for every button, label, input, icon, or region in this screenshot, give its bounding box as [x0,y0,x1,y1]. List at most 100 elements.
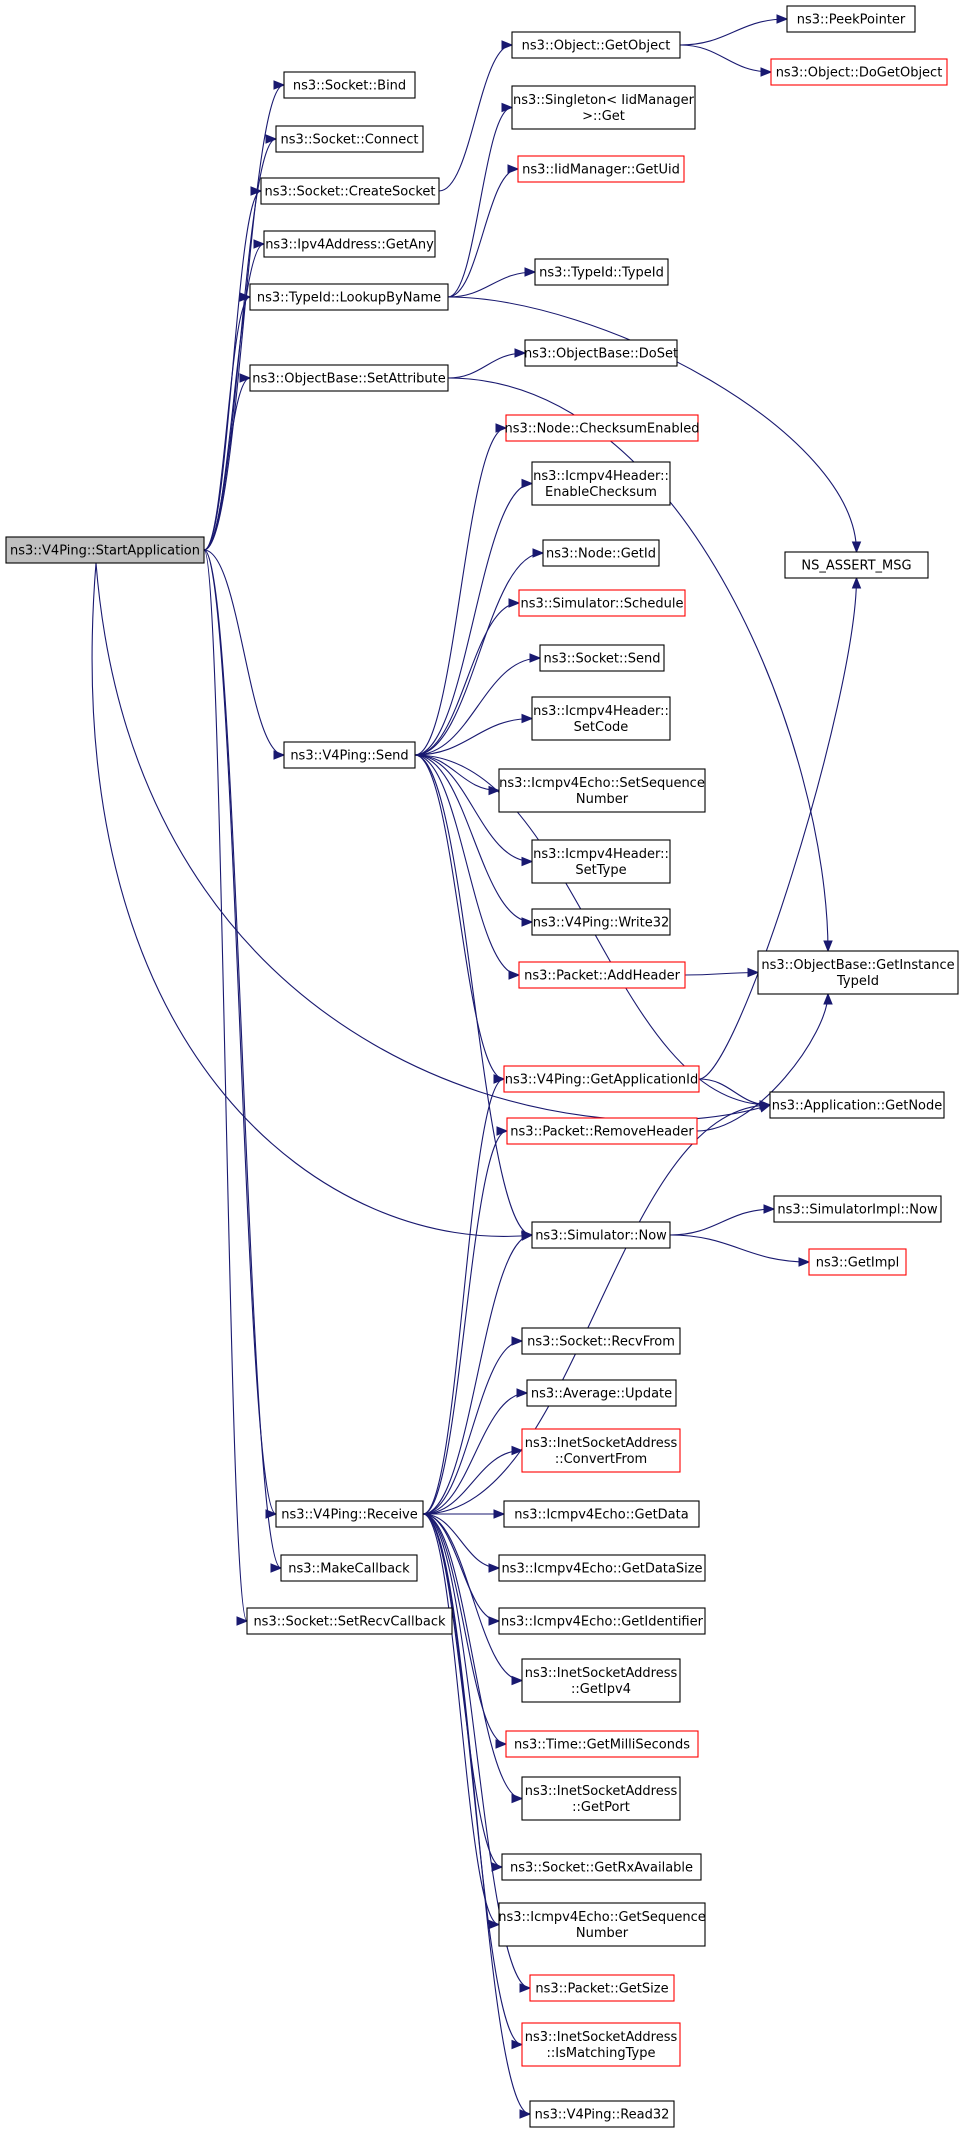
node-dogetobj[interactable]: ns3::Object::DoGetObject [770,58,948,86]
node-peek[interactable]: ns3::PeekPointer [786,5,916,33]
node-cksum[interactable]: ns3::Node::ChecksumEnabled [505,414,700,442]
node-label: ns3::Icmpv4Echo::GetSequence [498,1910,706,1925]
node-enablecks[interactable]: ns3::Icmpv4Header::EnableChecksum [531,461,671,506]
edge-arrowhead [516,1388,529,1398]
node-doset[interactable]: ns3::ObjectBase::DoSet [524,339,678,367]
edge-setattr-getinst [447,377,829,952]
node-setrecv[interactable]: ns3::Socket::SetRecvCallback [246,1607,453,1635]
node-singleton[interactable]: ns3::Singleton< IidManager>::Get [511,85,696,130]
node-label: ns3::TypeId::LookupByName [257,291,441,306]
node-getdata[interactable]: ns3::Icmpv4Echo::GetData [503,1500,700,1528]
node-box [539,644,665,672]
node-box [773,1195,942,1223]
node-box [517,155,685,183]
node-getipv4[interactable]: ns3::InetSocketAddress::GetIpv4 [521,1658,681,1703]
node-label: Number [576,1926,629,1941]
node-box [249,283,449,311]
node-box [506,1117,698,1145]
node-convfrom[interactable]: ns3::InetSocketAddress::ConvertFrom [521,1428,681,1473]
edge-receive-getport [422,1513,523,1800]
node-setcode[interactable]: ns3::Icmpv4Header::SetCode [531,696,671,741]
node-setattr[interactable]: ns3::ObjectBase::SetAttribute [249,364,449,392]
node-box [518,961,686,989]
node-box [5,536,205,564]
edge-arrowhead [493,1074,506,1084]
node-makecb[interactable]: ns3::MakeCallback [280,1554,418,1582]
node-label: ns3::Node::GetId [546,547,656,562]
node-typeid[interactable]: ns3::TypeId::TypeId [534,258,669,286]
node-label: ns3::Icmpv4Echo::GetDataSize [501,1562,702,1577]
node-label: ns3::Packet::AddHeader [524,969,680,984]
node-settype[interactable]: ns3::Icmpv4Header::SetType [531,839,671,884]
node-ismatch[interactable]: ns3::InetSocketAddress::IsMatchingType [521,2022,681,2067]
node-getid[interactable]: ns3::Node::GetId [542,539,660,567]
node-lookup[interactable]: ns3::TypeId::LookupByName [249,283,449,311]
node-getuid[interactable]: ns3::IidManager::GetUid [517,155,685,183]
node-implnow[interactable]: ns3::SimulatorImpl::Now [773,1195,942,1223]
node-label: ns3::ObjectBase::GetInstance [761,958,954,973]
node-box [280,1554,418,1582]
node-box [534,258,669,286]
node-label: ::ConvertFrom [555,1452,647,1467]
edge-start-lookup [203,296,251,551]
node-recvfrom[interactable]: ns3::Socket::RecvFrom [521,1327,681,1355]
edge-arrowhead [511,2039,524,2050]
node-label: ns3::MakeCallback [288,1562,410,1577]
node-getappid[interactable]: ns3::V4Ping::GetApplicationId [503,1065,700,1093]
node-label: ns3::Socket::RecvFrom [527,1335,675,1350]
node-removehdr[interactable]: ns3::Packet::RemoveHeader [506,1117,698,1145]
node-write32[interactable]: ns3::V4Ping::Write32 [531,908,671,936]
edge-arrowhead [747,967,760,978]
edge-arrowhead [511,1793,524,1804]
edge-start-receive [203,549,277,1515]
node-bind[interactable]: ns3::Socket::Bind [283,71,416,99]
edge-arrowhead [851,576,862,589]
node-getobject[interactable]: ns3::Object::GetObject [511,31,681,59]
edge-arrowhead [236,1616,249,1626]
edge-receive-recvfrom [422,1340,523,1515]
node-label: ns3::ObjectBase::DoSet [524,347,678,362]
node-millisec[interactable]: ns3::Time::GetMilliSeconds [505,1730,699,1758]
node-getnode[interactable]: ns3::Application::GetNode [769,1091,945,1119]
node-receive[interactable]: ns3::V4Ping::Receive [275,1500,424,1528]
node-box [521,1658,681,1703]
node-avgupdate[interactable]: ns3::Average::Update [526,1379,677,1407]
node-getimpl[interactable]: ns3::GetImpl [808,1248,907,1276]
node-box [531,908,671,936]
node-addheader[interactable]: ns3::Packet::AddHeader [518,961,686,989]
edge-arrowhead [519,1983,532,1993]
node-label: ns3::InetSocketAddress [525,2030,678,2045]
node-box [275,1500,424,1528]
edge-arrowhead [798,1257,811,1267]
node-getdatasz[interactable]: ns3::Icmpv4Echo::GetDataSize [498,1554,706,1582]
node-rxavail[interactable]: ns3::Socket::GetRxAvailable [501,1853,702,1881]
edge-receive-millisec [422,1513,507,1745]
edge-arrowhead [823,992,833,1005]
edge-arrowhead [511,1445,524,1456]
node-now[interactable]: ns3::Simulator::Now [531,1221,671,1249]
node-send[interactable]: ns3::V4Ping::Send [283,741,416,769]
node-box [505,414,699,442]
node-box [498,1607,706,1635]
edge-arrowhead [250,186,263,196]
node-label: ns3::Packet::GetSize [535,1982,668,1997]
node-start[interactable]: ns3::V4Ping::StartApplication [5,536,205,564]
node-getident[interactable]: ns3::Icmpv4Echo::GetIdentifier [498,1607,706,1635]
node-box [498,768,706,813]
node-label: ns3::Socket::CreateSocket [264,185,435,200]
node-box [283,71,416,99]
node-getport[interactable]: ns3::InetSocketAddress::GetPort [521,1776,681,1821]
node-assert[interactable]: NS_ASSERT_MSG [784,551,929,579]
node-read32[interactable]: ns3::V4Ping::Read32 [529,2100,675,2128]
edge-receive-read32 [422,1513,531,2115]
node-getsize[interactable]: ns3::Packet::GetSize [529,1974,675,2002]
node-getany[interactable]: ns3::Ipv4Address::GetAny [263,230,436,258]
node-sendsock[interactable]: ns3::Socket::Send [539,644,665,672]
node-schedule[interactable]: ns3::Simulator::Schedule [518,589,686,617]
node-createsock[interactable]: ns3::Socket::CreateSocket [260,177,440,205]
node-connect[interactable]: ns3::Socket::Connect [275,125,424,153]
edge-arrowhead [519,2109,532,2119]
